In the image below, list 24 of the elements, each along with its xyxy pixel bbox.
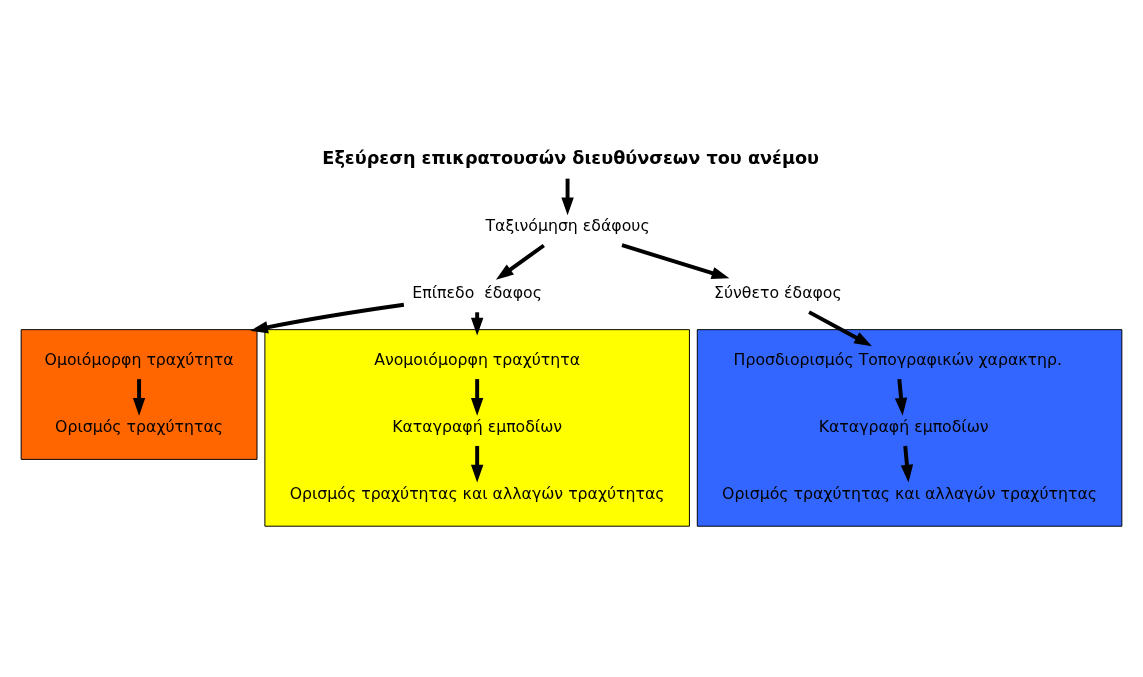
arrow (132, 379, 146, 416)
node-text: Ομοιόμορφη τραχύτητα (44, 349, 234, 369)
arrow (250, 302, 405, 334)
arrow (894, 378, 908, 416)
node-text: Ορισμός τραχύτητας (55, 416, 224, 436)
arrow (470, 445, 484, 483)
arrow (561, 178, 574, 216)
node-text: Ανομοιόμορφη τραχύτητα (374, 349, 581, 369)
node-text: Εξεύρεση επικρατουσών διευθύνσεων του ανέμου (322, 147, 820, 168)
arrow (808, 310, 872, 347)
node-text: Προσδιορισμός Τοπογραφικών χαρακτηρ. (733, 349, 1062, 369)
node-text: Καταγραφή εμποδίων (392, 416, 563, 436)
cluster (264, 329, 690, 527)
cluster (20, 329, 258, 460)
arrow (495, 243, 545, 280)
arrow (900, 445, 914, 483)
node-text: Ταξινόμηση εδάφους (485, 216, 650, 236)
node-text: Ορισμός τραχύτητας και αλλαγών τραχύτητας (722, 483, 1098, 503)
node-text: Ορισμός τραχύτητας και αλλαγών τραχύτητας (289, 483, 665, 503)
arrow (470, 379, 484, 416)
node-text: Σύνθετο έδαφος (714, 283, 842, 303)
node-text: Επίπεδο έδαφος (412, 283, 542, 303)
node-text: Καταγραφή εμποδίων (818, 416, 989, 436)
arrow (621, 243, 730, 280)
